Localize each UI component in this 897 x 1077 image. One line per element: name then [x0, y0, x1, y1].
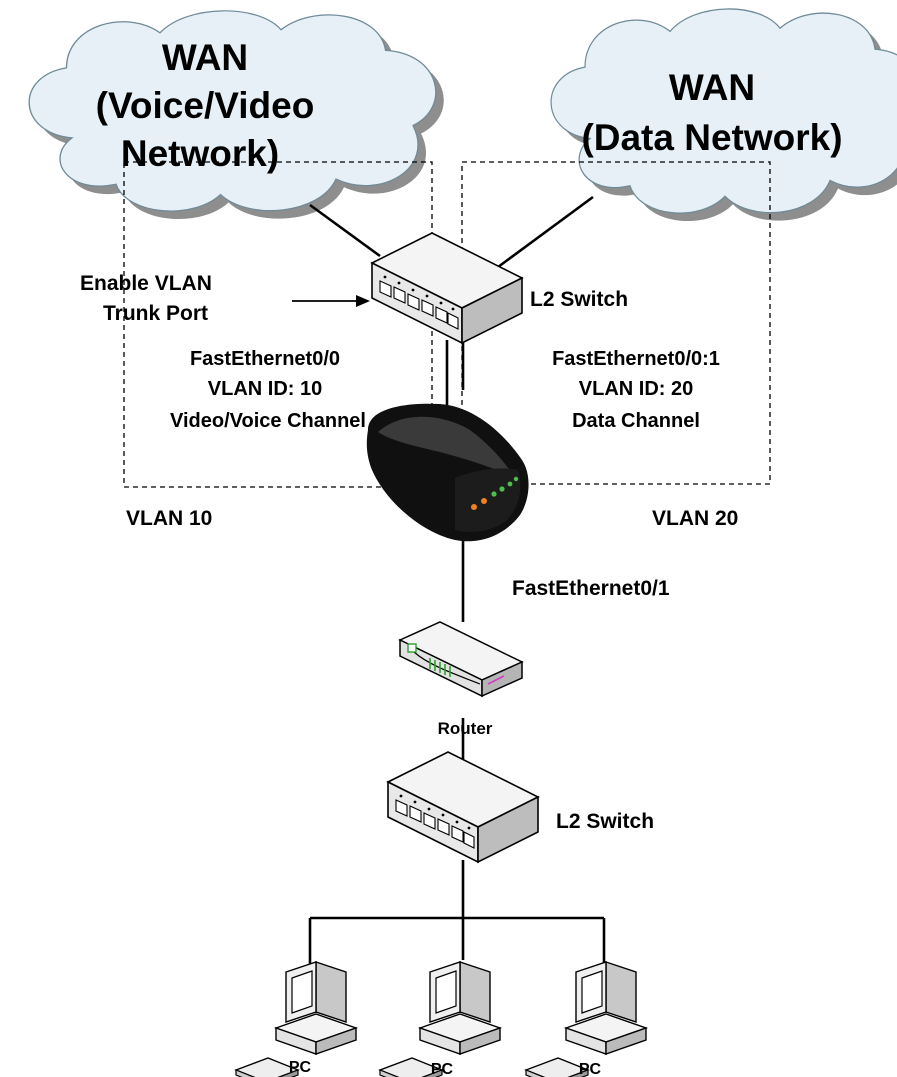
right-port-label-1: FastEthernet0/0:1 [552, 348, 720, 370]
pc-3-label: PC [579, 1061, 602, 1077]
arrow-right-icon [292, 295, 370, 307]
wan-voice-title: WAN [162, 37, 248, 78]
trunk-label-line2: Trunk Port [103, 302, 208, 325]
link-voice-wan-switch [309, 203, 381, 258]
wan-data-cloud: WAN (Data Network) [550, 8, 897, 222]
desktop-pc-icon [379, 961, 501, 1077]
bottom-switch-label: L2 Switch [556, 810, 654, 833]
connections [308, 195, 606, 965]
top-switch-label: L2 Switch [530, 288, 628, 311]
trunk-label-line1: Enable VLAN [80, 272, 212, 295]
cloud-icon [550, 8, 897, 222]
network-switch-icon [387, 751, 539, 863]
pc-2-label: PC [431, 1061, 454, 1077]
left-port-label-3: Video/Voice Channel [170, 410, 366, 432]
wan-voice-video-cloud: WAN (Voice/Video Network) [28, 10, 444, 220]
right-port-label-2: VLAN ID: 20 [579, 378, 693, 400]
wan-voice-subtitle-2: Network) [121, 133, 279, 174]
router-icon [398, 621, 524, 698]
left-port-label-2: VLAN ID: 10 [208, 378, 322, 400]
pc-1-label: PC [289, 1059, 312, 1076]
network-switch-icon [371, 232, 523, 344]
wan-voice-subtitle: (Voice/Video [96, 85, 315, 126]
vlan-20-label: VLAN 20 [652, 507, 738, 530]
modem-icon [366, 403, 529, 542]
wan-data-subtitle: (Data Network) [581, 117, 842, 158]
left-port-label-1: FastEthernet0/0 [190, 348, 340, 370]
router-label: Router [438, 719, 493, 738]
link-data-wan-switch [493, 195, 594, 272]
right-port-label-3: Data Channel [572, 410, 700, 432]
fastethernet-0-1-label: FastEthernet0/1 [512, 577, 670, 600]
wan-data-title: WAN [669, 67, 755, 108]
desktop-pc-icon [525, 961, 647, 1077]
vlan-10-label: VLAN 10 [126, 507, 212, 530]
